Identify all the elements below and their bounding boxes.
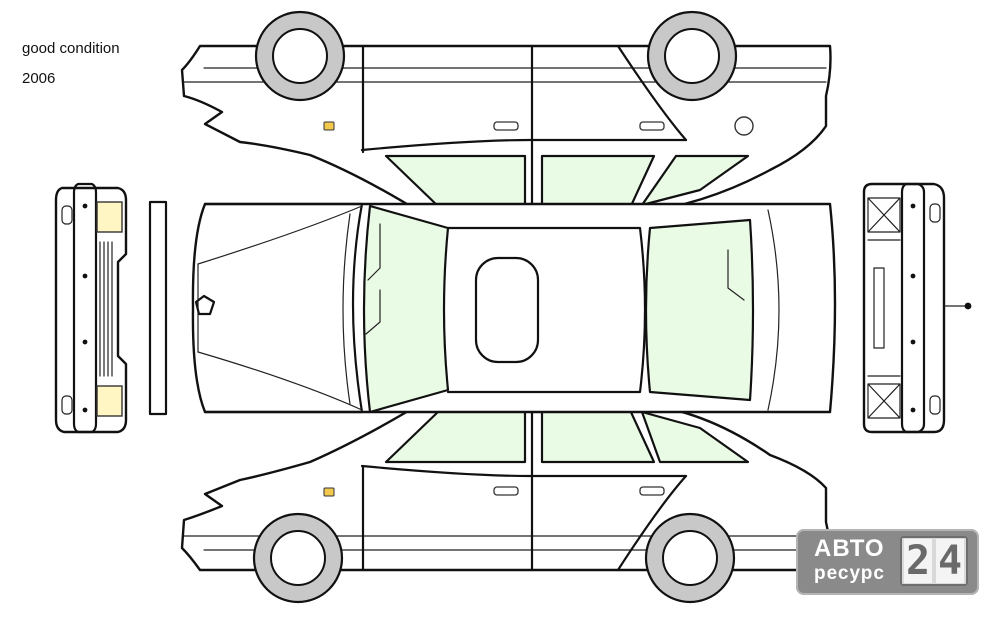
side-bottom-front-window: [640, 410, 750, 464]
rear-taillight-lower: [867, 383, 901, 419]
side-top-indicator: [323, 121, 335, 131]
fuel-cap: [734, 116, 754, 136]
car-rear-view: [862, 182, 972, 434]
avtoresurs-logo: АВТО ресурс 2 4: [796, 529, 979, 595]
side-top-handle-rear: [493, 121, 519, 131]
hood-outline: [203, 202, 364, 414]
side-top-roofline: [360, 138, 688, 152]
side-bottom-handle-front: [639, 486, 665, 496]
condition-note: good condition: [22, 40, 120, 57]
side-bottom-indicator: [323, 487, 335, 497]
logo-word-top: АВТО: [814, 535, 885, 562]
logo-digit-first: 2: [904, 538, 932, 584]
rear-window: [644, 218, 755, 402]
inspection-notes: good condition 2006: [22, 34, 120, 94]
side-bottom-handle-rear: [493, 486, 519, 496]
logo-digit-second: 4: [936, 538, 964, 584]
logo-digit-box: 2 4: [900, 536, 968, 586]
rear-license-plate: [873, 267, 885, 349]
car-top-view: [191, 202, 837, 414]
car-side-view-top: [180, 10, 832, 214]
side-top-front-window: [640, 154, 750, 207]
car-front-view: [54, 182, 168, 434]
front-grille: [99, 241, 113, 377]
logo-word-bottom: ресурс: [814, 563, 885, 584]
year-note: 2006: [22, 70, 56, 87]
rear-taillight-upper: [867, 197, 901, 233]
sunroof: [474, 256, 540, 364]
car-side-view-bottom: [180, 402, 832, 604]
side-top-handle-front: [639, 121, 665, 131]
front-windshield-edge: [148, 200, 168, 416]
windshield: [362, 204, 450, 414]
hood-emblem: [194, 294, 216, 316]
front-headlight-right: [96, 385, 123, 417]
front-headlight-left: [96, 201, 123, 233]
